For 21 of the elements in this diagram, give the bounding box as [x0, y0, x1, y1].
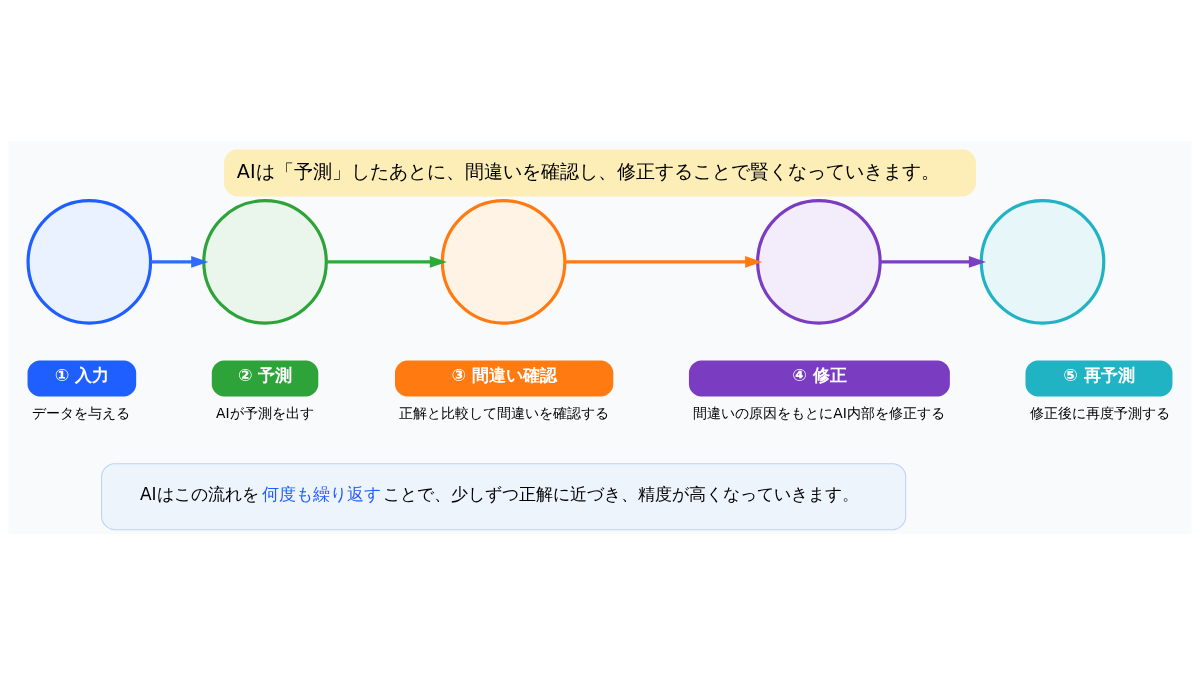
diagram-title: AIは「予測」したあとに、間違いを確認し、修正することで賢くなっていきます。 — [236, 159, 940, 183]
node-label: AIが予測を出す — [216, 405, 314, 422]
arrow — [326, 255, 447, 268]
node-label: 間違いの原因をもとにAI内部を修正する — [693, 405, 945, 422]
node-circle — [756, 199, 882, 325]
node-circle — [979, 199, 1106, 325]
node-label: 修正後に再度予測する — [1029, 405, 1170, 422]
arrow — [564, 255, 763, 268]
node-label: ① 入力 — [54, 365, 110, 386]
node-circle — [202, 199, 328, 325]
arrow — [150, 255, 209, 268]
node-label: ③ 間違い確認 — [451, 365, 557, 386]
node-label: 正解と比較して間違いを確認する — [399, 405, 610, 422]
node-circle — [26, 199, 153, 325]
node-label: ④ 修正 — [792, 365, 847, 386]
node-label: データを与える — [31, 405, 130, 422]
node-label: ② 予測 — [237, 365, 293, 386]
arrow — [880, 255, 986, 268]
node-circle — [440, 199, 567, 325]
label: AIはこの流れを何度も繰り返すことで、少しずつ正解に近づき、精度が高くなっていきます。 — [139, 483, 859, 504]
node-label: ⑤ 再予測 — [1063, 365, 1135, 386]
